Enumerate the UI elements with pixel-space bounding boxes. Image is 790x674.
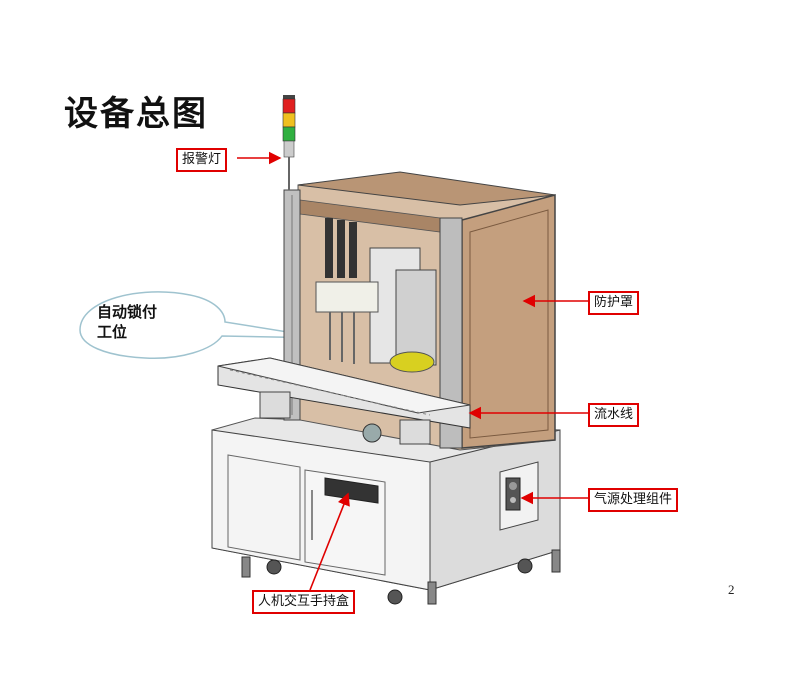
alarm-light-tower (282, 95, 296, 190)
conveyor-line (217, 357, 471, 445)
locking-station-callout: 自动锁付 工位 (97, 302, 187, 342)
handheld-box-arrow (309, 492, 350, 591)
locking-station (315, 218, 437, 373)
label-conveyor: 流水线 (588, 403, 640, 427)
label-handheld-box: 人机交互手持盒 (252, 590, 356, 614)
wheels (241, 549, 561, 605)
page-number: 2 (728, 582, 735, 597)
air-source-unit (499, 461, 539, 531)
callout-line-2: 工位 (97, 323, 128, 341)
callout-line-1: 自动锁付 (97, 303, 158, 321)
label-guard: 防护罩 (588, 291, 640, 315)
label-air-unit: 气源处理组件 (588, 488, 679, 512)
label-alarm-light: 报警灯 (176, 148, 228, 172)
page-title: 设备总图 (64, 94, 208, 134)
